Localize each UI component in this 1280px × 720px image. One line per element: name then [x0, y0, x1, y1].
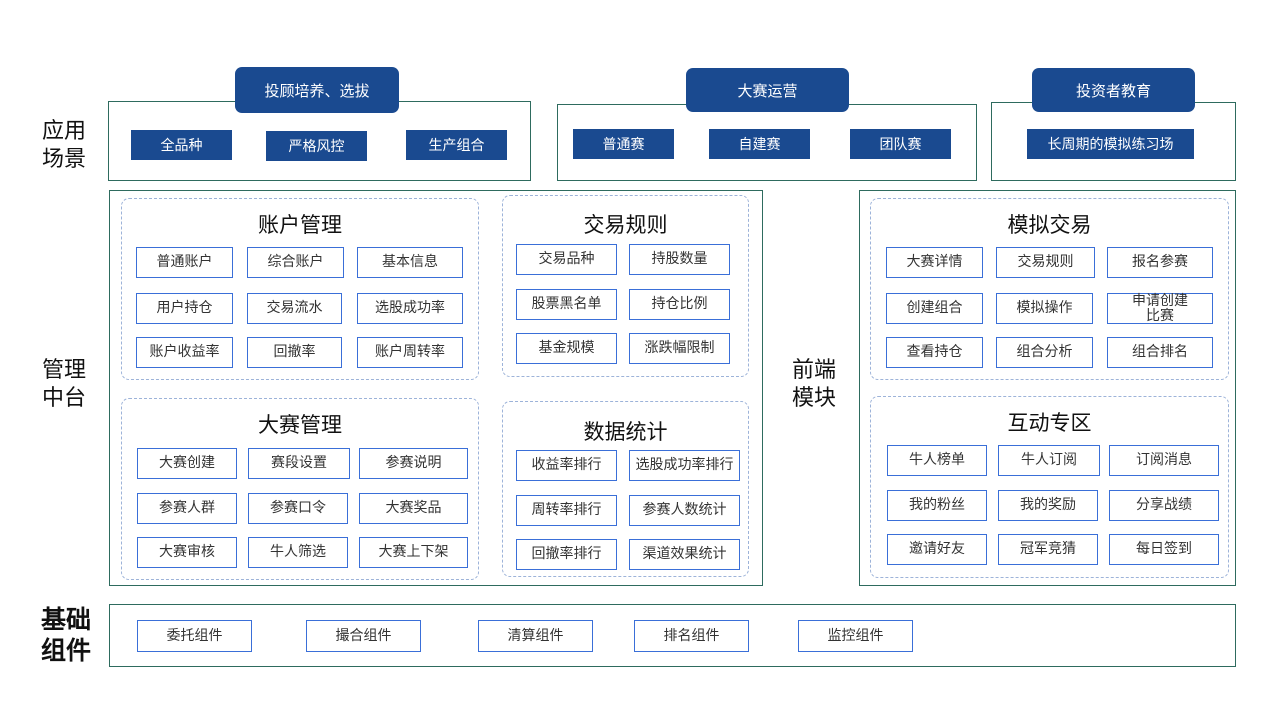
interact-item: 订阅消息: [1109, 445, 1219, 476]
interact-item: 邀请好友: [887, 534, 987, 565]
scenario-item: 生产组合: [406, 130, 507, 160]
rules-item: 交易品种: [516, 244, 617, 275]
account-item: 综合账户: [247, 247, 344, 278]
label-management: 管理中台: [41, 358, 86, 411]
sim-item: 组合排名: [1107, 337, 1213, 368]
stats-item: 渠道效果统计: [629, 539, 740, 570]
contest-item: 大赛审核: [137, 537, 237, 568]
account-item: 账户收益率: [136, 337, 233, 368]
interact-item: 每日签到: [1109, 534, 1219, 565]
rules-item: 股票黑名单: [516, 289, 617, 320]
contest-item: 牛人筛选: [248, 537, 348, 568]
rules-item: 持仓比例: [629, 289, 730, 320]
label-app-scenario: 应用场景: [41, 119, 86, 172]
account-item: 回撤率: [247, 337, 342, 368]
scenario-title-advisor: 投顾培养、选拔: [235, 67, 399, 113]
panel-title-contest: 大赛管理: [258, 413, 342, 437]
stats-item: 参赛人数统计: [629, 495, 740, 526]
sim-item: 模拟操作: [996, 293, 1093, 324]
scenario-item: 自建赛: [709, 129, 810, 159]
rules-item: 涨跌幅限制: [629, 333, 730, 364]
scenario-item: 普通赛: [573, 129, 674, 159]
interact-item: 我的粉丝: [887, 490, 987, 521]
panel-title-stats: 数据统计: [583, 420, 668, 444]
scenario-title-contest: 大赛运营: [686, 68, 849, 112]
sim-item: 申请创建比赛: [1107, 293, 1213, 324]
contest-item: 参赛人群: [137, 493, 237, 524]
scenario-item: 长周期的模拟练习场: [1027, 129, 1194, 159]
account-item: 交易流水: [247, 293, 342, 324]
interact-item: 冠军竞猜: [998, 534, 1098, 565]
base-item: 监控组件: [798, 620, 913, 652]
stats-item: 周转率排行: [516, 495, 617, 526]
account-item: 用户持仓: [136, 293, 233, 324]
interact-item: 牛人订阅: [998, 445, 1100, 476]
interact-item: 我的奖励: [998, 490, 1098, 521]
scenario-title-education: 投资者教育: [1032, 68, 1195, 112]
contest-item: 参赛口令: [248, 493, 348, 524]
account-item: 基本信息: [357, 247, 463, 278]
stats-item: 回撤率排行: [516, 539, 617, 570]
panel-title-rules: 交易规则: [583, 213, 668, 237]
rules-item: 基金规模: [516, 333, 617, 364]
account-item: 账户周转率: [357, 337, 463, 368]
rules-item: 持股数量: [629, 244, 730, 275]
contest-item: 参赛说明: [359, 448, 468, 479]
sim-item: 组合分析: [996, 337, 1093, 368]
sim-item: 查看持仓: [886, 337, 983, 368]
stats-item: 收益率排行: [516, 450, 617, 481]
sim-item: 大赛详情: [886, 247, 983, 278]
label-base: 基础组件: [40, 605, 91, 665]
panel-title-sim: 模拟交易: [1007, 213, 1092, 237]
stats-item: 选股成功率排行: [629, 450, 740, 481]
sim-item: 交易规则: [996, 247, 1095, 278]
sim-item: 创建组合: [886, 293, 983, 324]
scenario-item: 团队赛: [850, 129, 951, 159]
base-item: 清算组件: [478, 620, 593, 652]
base-item: 撮合组件: [306, 620, 421, 652]
panel-title-interact: 互动专区: [1007, 411, 1092, 435]
scenario-item: 严格风控: [266, 131, 367, 161]
contest-item: 大赛创建: [137, 448, 237, 479]
contest-item: 大赛上下架: [359, 537, 468, 568]
interact-item: 分享战绩: [1109, 490, 1219, 521]
label-frontend: 前端模块: [791, 358, 836, 411]
scenario-item: 全品种: [131, 130, 232, 160]
sim-item: 报名参赛: [1107, 247, 1213, 278]
account-item: 选股成功率: [357, 293, 463, 324]
panel-title-account: 账户管理: [258, 213, 342, 237]
base-item: 排名组件: [634, 620, 749, 652]
interact-item: 牛人榜单: [887, 445, 987, 476]
account-item: 普通账户: [136, 247, 233, 278]
base-item: 委托组件: [137, 620, 252, 652]
contest-item: 赛段设置: [248, 448, 350, 479]
contest-item: 大赛奖品: [359, 493, 468, 524]
